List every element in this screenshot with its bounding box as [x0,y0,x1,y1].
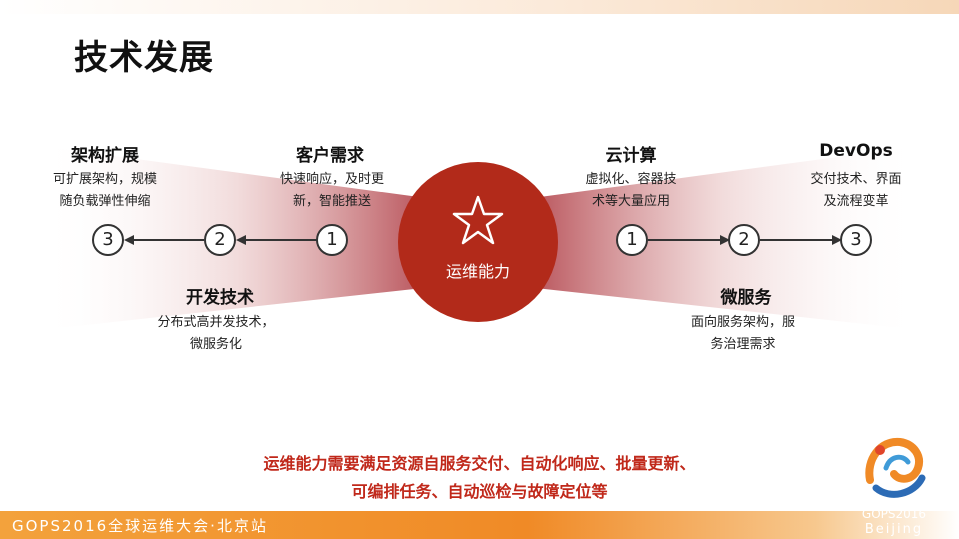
left-step-circle: 3 [92,224,124,256]
node-title-microservice: 微服务 [720,288,772,308]
top-decor-bar [0,0,959,14]
left-step-circle: 1 [316,224,348,256]
right-step-circle: 3 [840,224,872,256]
page-title: 技术发展 [74,38,214,78]
left-wedge [40,146,478,330]
node-title-architecture: 架构扩展 [71,146,139,166]
node-title-customer-demand: 客户需求 [296,146,364,166]
node-title-dev-tech: 开发技术 [186,288,254,308]
star-icon [452,195,504,245]
node-title-cloud: 云计算 [605,146,657,166]
node-title-devops: DevOps [819,141,893,161]
node-desc-architecture-1: 可扩展架构，规模 [52,172,157,187]
summary-line-1: 运维能力需要满足资源自服务交付、自动化响应、批量更新、 [263,454,696,473]
left-step-circle: 2 [204,224,236,256]
node-desc-dev-tech-1: 分布式高并发技术， [157,315,275,330]
node-desc-devops-2: 及流程变革 [823,194,889,209]
gops-logo-icon [865,437,926,498]
footer-text: GOPS2016全球运维大会·北京站 [12,517,268,535]
node-desc-customer-demand-1: 快速响应，及时更 [279,172,384,187]
summary-line-2: 可编排任务、自动巡检与故障定位等 [351,482,608,501]
node-desc-cloud-2: 术等大量应用 [591,194,670,209]
node-desc-devops-1: 交付技术、界面 [810,172,902,187]
right-step-circle: 1 [616,224,648,256]
node-desc-cloud-1: 虚拟化、容器技 [585,172,677,187]
node-desc-microservice-1: 面向服务架构，服 [690,315,795,330]
logo-text-gops: GOPS2016 [861,507,927,521]
footer-bar [0,511,959,539]
center-circle [398,162,558,322]
right-step-circle: 2 [728,224,760,256]
node-desc-customer-demand-2: 新，智能推送 [292,194,371,209]
node-desc-microservice-2: 务治理需求 [710,337,776,352]
node-desc-architecture-2: 随负载弹性伸缩 [59,194,151,209]
right-wedge [480,146,920,330]
logo-text-beijing: Beijing [864,522,924,537]
center-label: 运维能力 [445,262,510,281]
node-desc-dev-tech-2: 微服务化 [189,337,242,352]
